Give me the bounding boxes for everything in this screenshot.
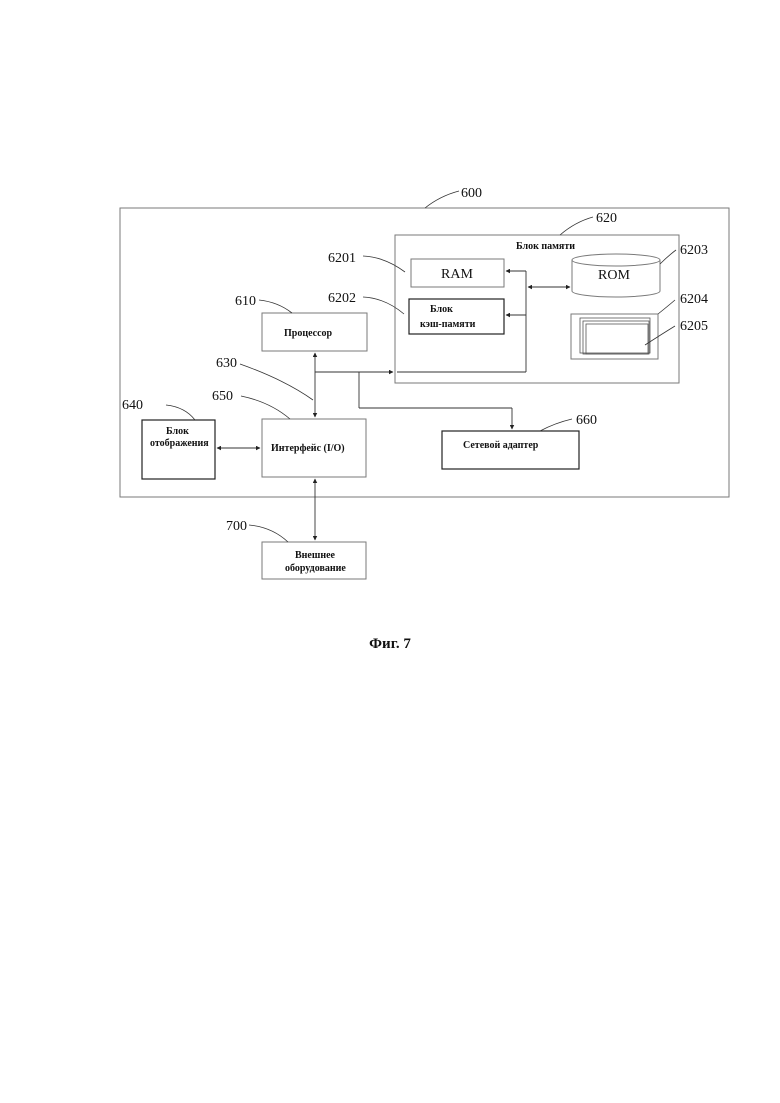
rom-label: ROM bbox=[598, 268, 630, 283]
ref-660: 660 bbox=[576, 413, 597, 428]
external-label-2: оборудование bbox=[285, 563, 346, 574]
cache-label-1: Блок bbox=[430, 304, 453, 315]
display-label-2: отображения bbox=[150, 438, 209, 449]
ref-6205: 6205 bbox=[680, 319, 708, 334]
storage-stack-icon bbox=[571, 314, 658, 359]
figure-caption: Фиг. 7 bbox=[0, 636, 780, 653]
network-adapter-label: Сетевой адаптер bbox=[463, 440, 539, 451]
external-label-1: Внешнее bbox=[295, 550, 336, 561]
ref-600: 600 bbox=[461, 186, 482, 201]
ref-650: 650 bbox=[212, 389, 233, 404]
ref-6203: 6203 bbox=[680, 243, 708, 258]
ref-6204: 6204 bbox=[680, 292, 708, 307]
display-label-1: Блок bbox=[166, 426, 189, 437]
ref-610: 610 bbox=[235, 294, 256, 309]
ref-640: 640 bbox=[122, 398, 143, 413]
ref-6201: 6201 bbox=[328, 251, 356, 266]
interface-label: Интерфейс (I/O) bbox=[271, 443, 345, 454]
ref-630: 630 bbox=[216, 356, 237, 371]
ref-700: 700 bbox=[226, 519, 247, 534]
ram-label: RAM bbox=[441, 267, 473, 282]
memory-block-label: Блок памяти bbox=[516, 241, 575, 252]
ref-620: 620 bbox=[596, 211, 617, 226]
processor-label: Процессор bbox=[284, 328, 333, 339]
ref-6202: 6202 bbox=[328, 291, 356, 306]
cache-label-2: кэш-памяти bbox=[420, 319, 476, 330]
